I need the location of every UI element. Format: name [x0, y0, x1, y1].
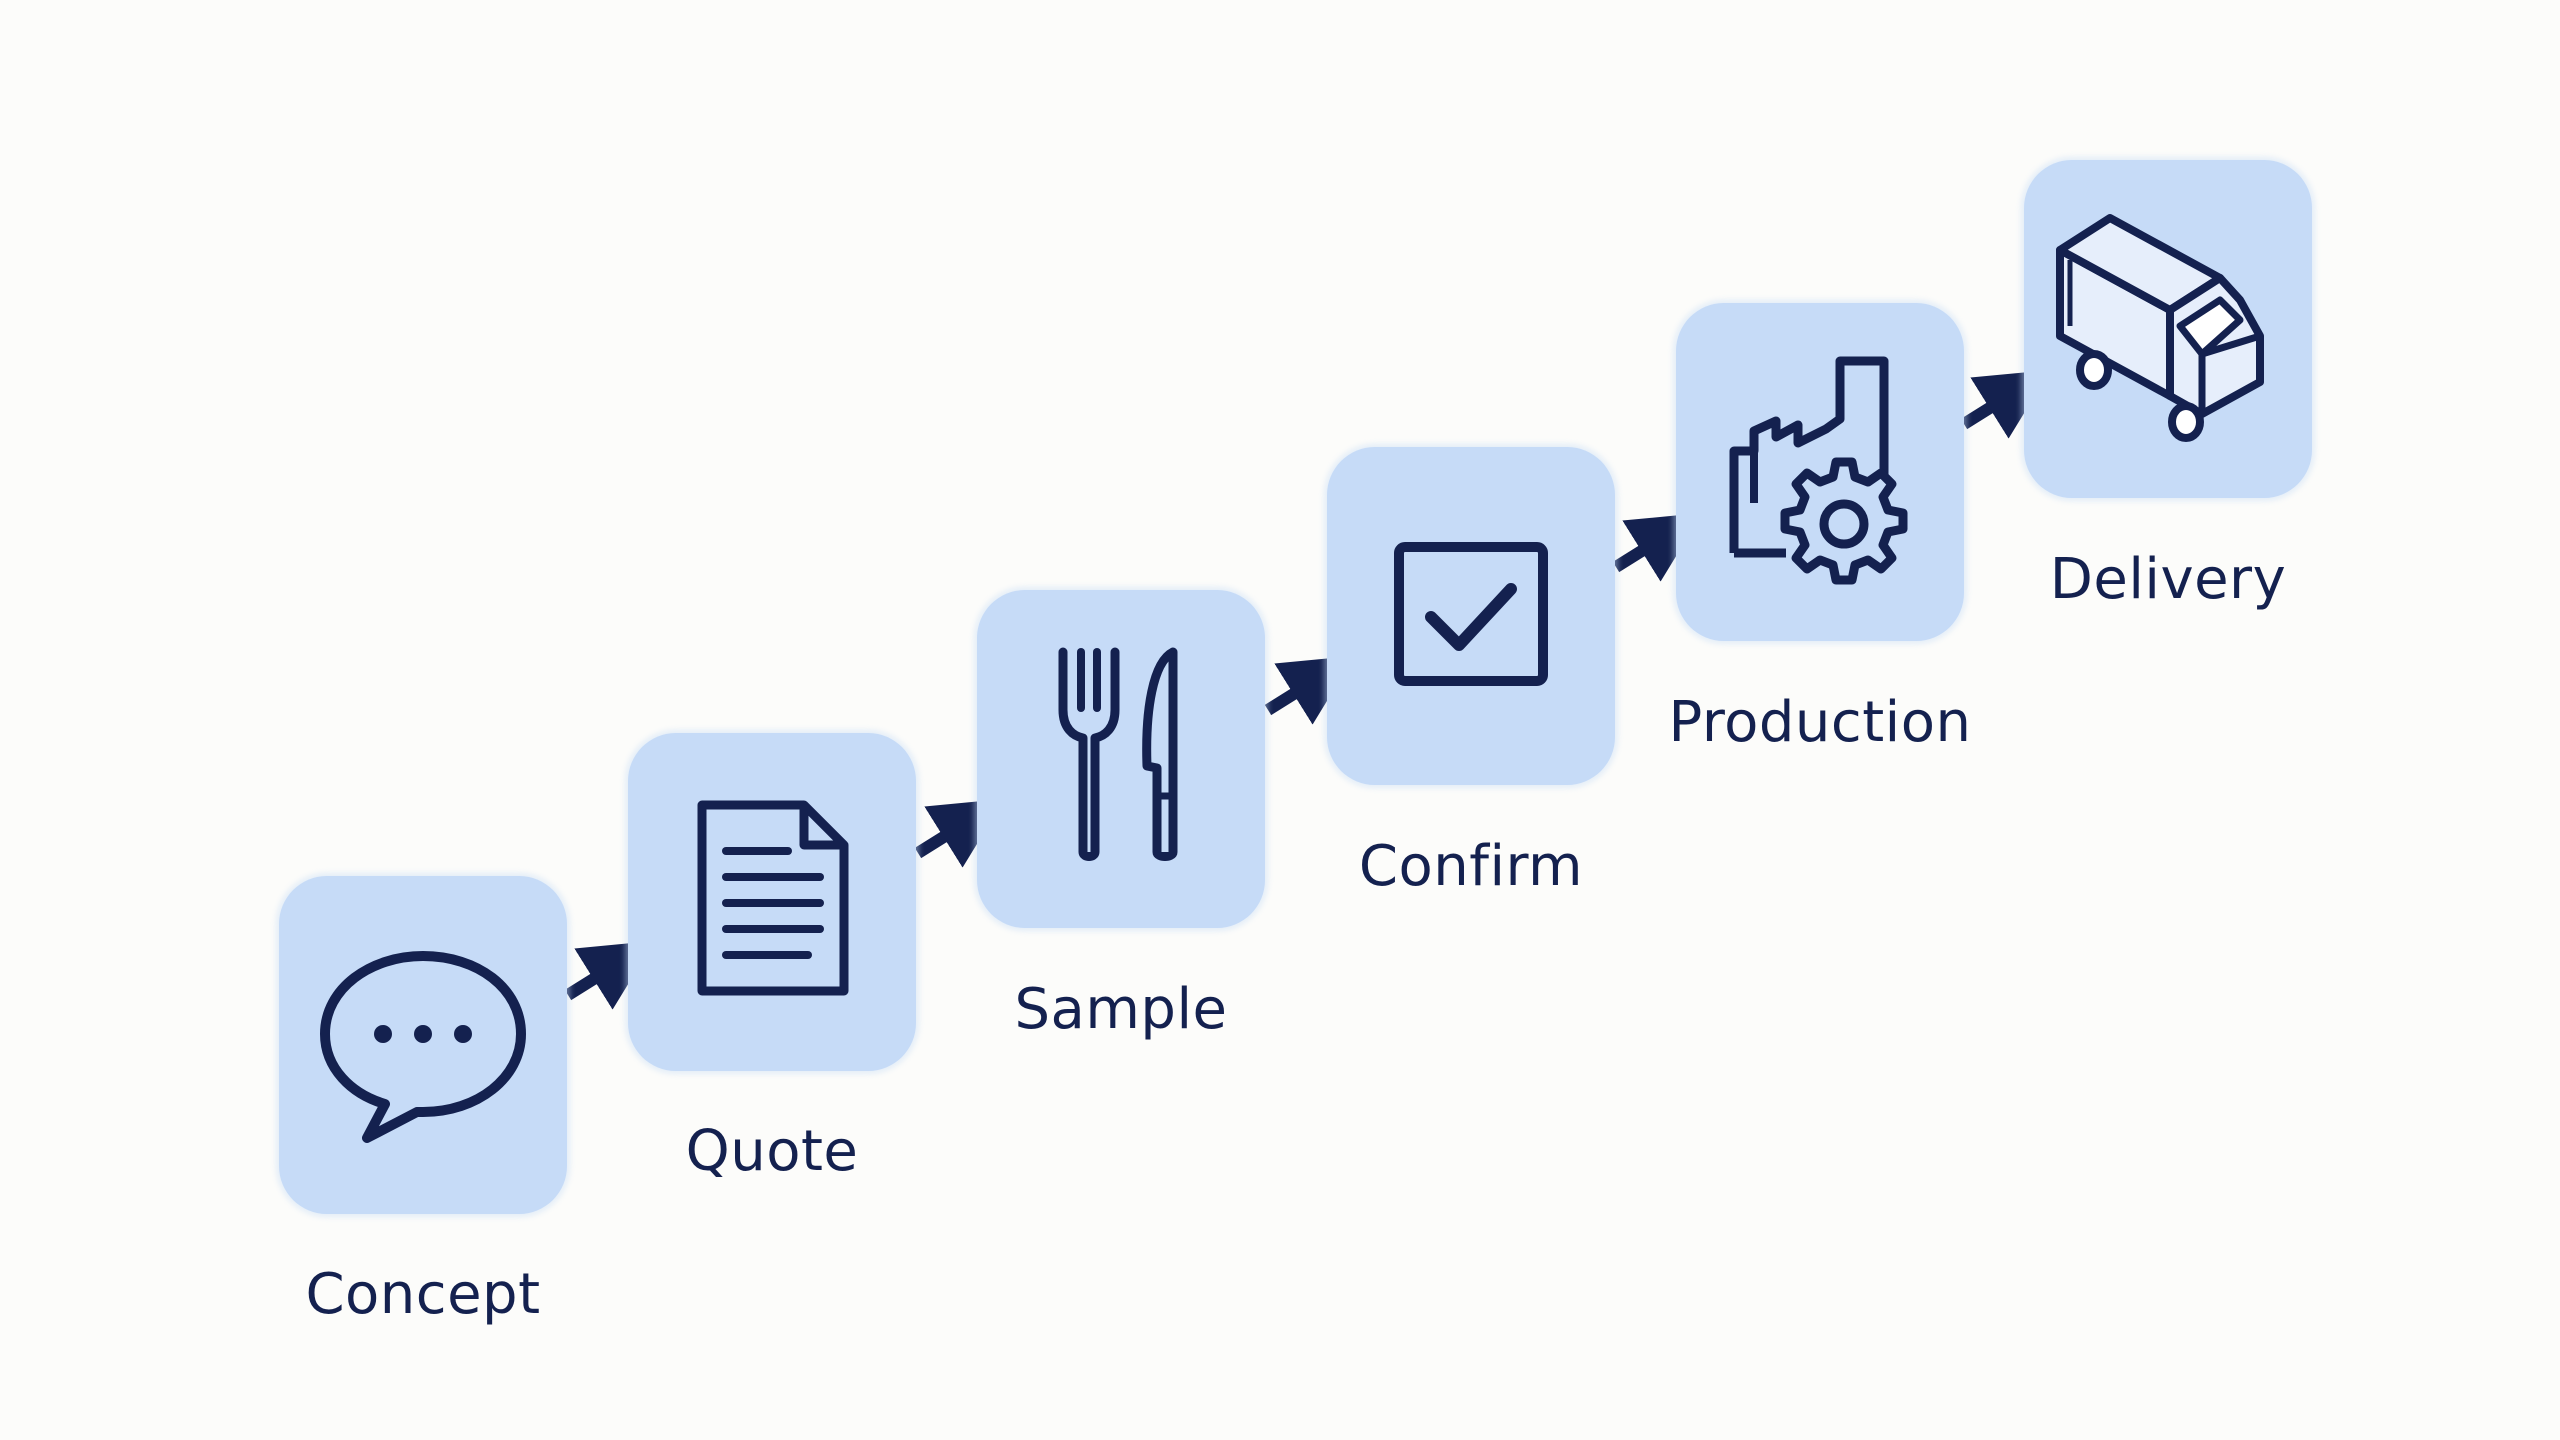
factory-gear-icon — [1729, 356, 1908, 585]
step-concept — [279, 876, 567, 1214]
step-sample — [977, 590, 1265, 928]
arrow-production-delivery-icon — [1960, 369, 2051, 439]
checkbox-icon — [1394, 542, 1548, 686]
arrow-sample-confirm-icon — [1264, 655, 1355, 725]
step-confirm — [1327, 447, 1615, 785]
step-label-delivery: Delivery — [2049, 547, 2287, 612]
fork-knife-icon — [1058, 647, 1178, 861]
truck-icon — [2056, 214, 2264, 442]
step-delivery — [2024, 160, 2312, 498]
arrow-quote-sample-icon — [914, 798, 1005, 868]
step-quote — [628, 733, 916, 1071]
step-label-quote: Quote — [685, 1119, 859, 1184]
step-label-concept: Concept — [305, 1262, 541, 1327]
step-production — [1676, 303, 1964, 641]
document-icon — [697, 800, 849, 996]
step-label-sample: Sample — [1014, 977, 1228, 1042]
step-label-confirm: Confirm — [1358, 834, 1584, 899]
speech-bubble-icon — [320, 951, 526, 1143]
step-label-production: Production — [1668, 690, 1972, 755]
arrow-concept-quote-icon — [564, 940, 655, 1010]
arrow-confirm-production-icon — [1612, 512, 1703, 582]
